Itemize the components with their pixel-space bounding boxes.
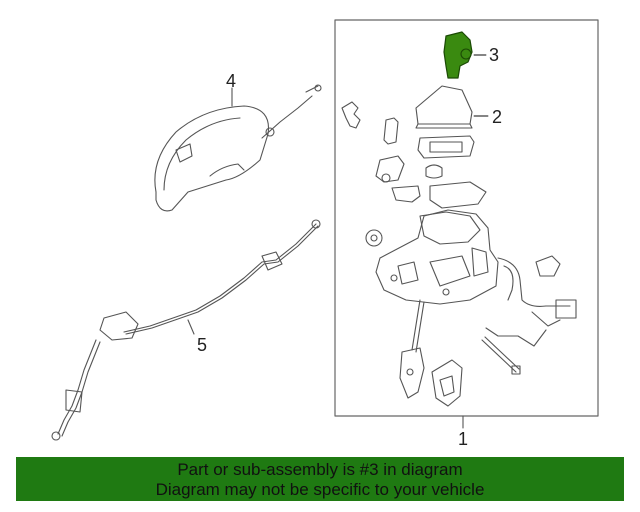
wiring-harness — [485, 255, 577, 347]
spring-clip — [425, 164, 443, 179]
lower-bracket — [431, 359, 463, 407]
bezel-plate — [417, 135, 475, 159]
banner-line-1: Part or sub-assembly is #3 in diagram — [177, 460, 463, 479]
trim-bracket-part-4 — [154, 84, 322, 212]
callout-5: 5 — [197, 335, 208, 355]
pin-rod — [481, 336, 521, 375]
clip-bracket — [341, 101, 361, 129]
shift-boot-part-2 — [415, 85, 489, 129]
small-clip — [383, 117, 399, 145]
callout-1: 1 — [458, 429, 469, 449]
callout-2: 2 — [492, 107, 503, 127]
washer — [365, 229, 383, 247]
bracket-plate — [391, 185, 421, 203]
callout-3: 3 — [489, 45, 500, 65]
parts-diagram — [51, 19, 599, 441]
assembly-box — [334, 19, 599, 417]
shift-knob-part-3 — [443, 31, 487, 79]
cover-plate — [429, 181, 487, 209]
banner-line-2: Diagram may not be specific to your vehi… — [155, 480, 485, 499]
shift-cable-part-5 — [51, 219, 321, 441]
switch-clip — [375, 155, 405, 183]
info-banner: Part or sub-assembly is #3 in diagram Di… — [16, 457, 624, 501]
shifter-housing — [375, 209, 499, 305]
callout-4: 4 — [226, 71, 237, 91]
shift-lever — [399, 299, 425, 399]
